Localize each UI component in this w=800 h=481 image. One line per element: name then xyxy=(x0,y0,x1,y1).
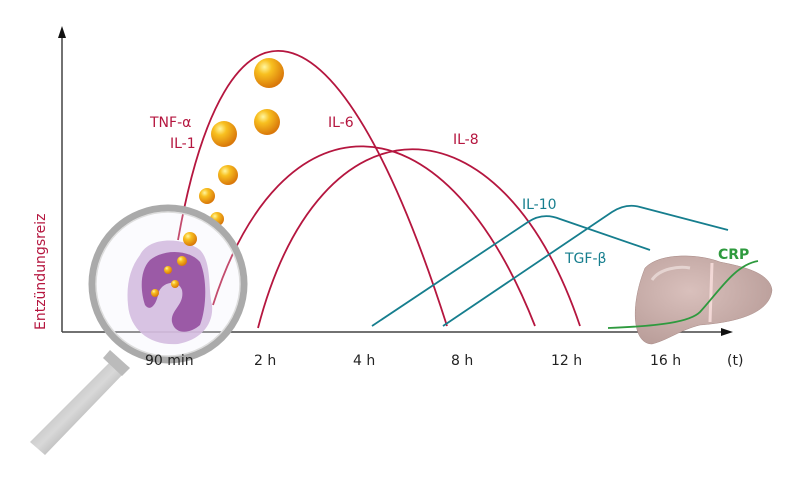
label-tnf-alpha: TNF-α xyxy=(149,115,191,131)
tnf-alpha-curve xyxy=(177,49,448,327)
immune-cell-illustration xyxy=(127,232,213,345)
y-axis-label: Entzündungsreiz xyxy=(33,214,49,330)
tgf-beta-curve xyxy=(442,204,729,327)
label-il-10: IL-10 xyxy=(522,197,557,213)
x-tick-16h: 16 h xyxy=(650,353,681,369)
x-tick-4h: 4 h xyxy=(353,353,375,369)
label-crp: CRP xyxy=(718,247,749,263)
label-il-8: IL-8 xyxy=(453,132,479,148)
cytokine-particles xyxy=(199,58,284,226)
crp-curve xyxy=(607,260,759,329)
il-10-curve xyxy=(371,215,651,327)
liver-illustration xyxy=(634,255,773,345)
il-6-curve xyxy=(212,145,536,327)
x-axis-unit: (t) xyxy=(727,353,743,369)
il-8-curve xyxy=(257,148,581,329)
x-tick-90min: 90 min xyxy=(145,353,194,369)
label-tgf-beta: TGF-β xyxy=(564,251,606,267)
y-axis xyxy=(58,26,66,332)
x-tick-12h: 12 h xyxy=(551,353,582,369)
x-tick-8h: 8 h xyxy=(451,353,473,369)
label-il-1: IL-1 xyxy=(170,136,196,152)
label-il-6: IL-6 xyxy=(328,115,354,131)
x-tick-2h: 2 h xyxy=(254,353,276,369)
